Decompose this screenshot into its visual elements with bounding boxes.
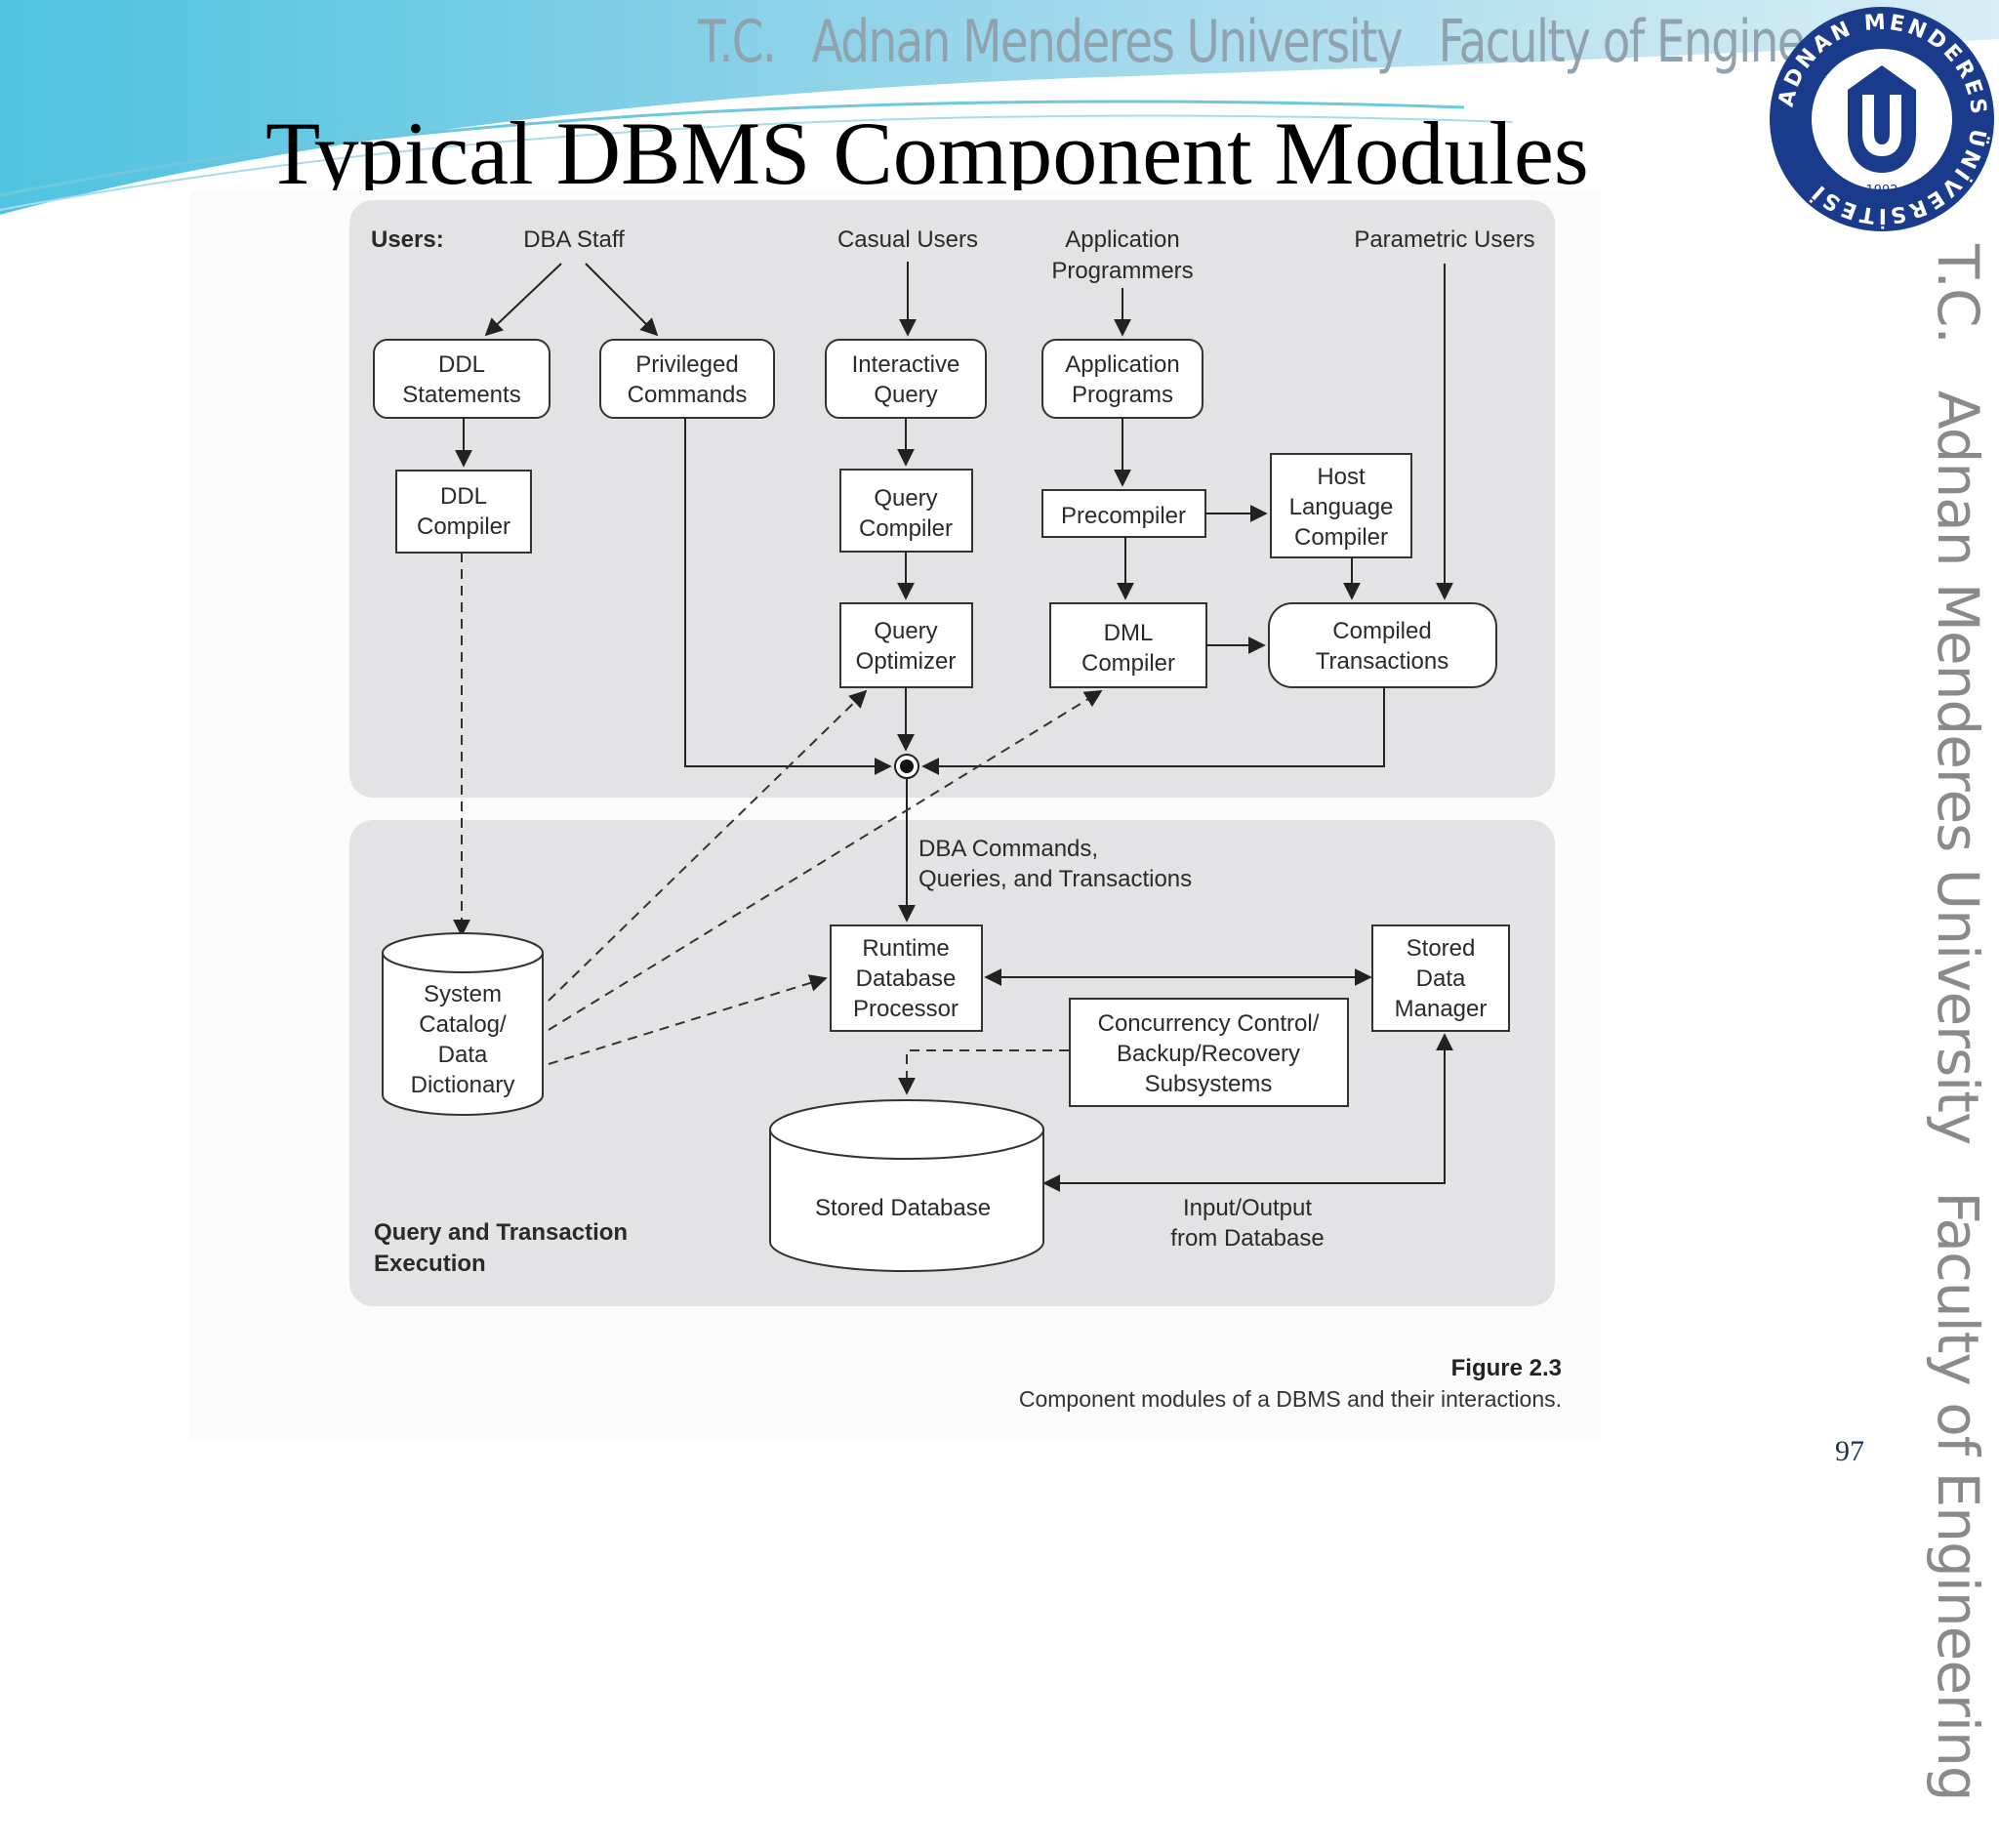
ddl-compiler-line2: Compiler [417, 513, 510, 540]
host-language-compiler-line1: Host [1317, 464, 1366, 490]
stored-data-manager-line1: Stored [1407, 935, 1476, 962]
runtime-processor-box [830, 924, 983, 1032]
query-optimizer-line1: Query [874, 618, 937, 644]
query-optimizer-box [839, 602, 973, 688]
university-seal-logo: ADNAN MENDERES ÜNİVERSİTESİ 1992 [1770, 7, 1994, 231]
system-catalog-line1: System [424, 981, 502, 1007]
privileged-commands-line1: Privileged [635, 351, 738, 378]
ddl-statements-box [373, 339, 551, 419]
host-language-compiler-box [1270, 453, 1412, 558]
stored-data-manager-box [1371, 924, 1510, 1032]
user-app-programmers-line1: Application [1065, 226, 1179, 253]
runtime-processor-line1: Runtime [862, 935, 949, 962]
section-label-line1: Query and Transaction [374, 1219, 628, 1246]
figure-caption: Component modules of a DBMS and their in… [1018, 1386, 1562, 1412]
page-number: 97 [1835, 1435, 1864, 1467]
system-catalog-line4: Dictionary [411, 1072, 515, 1098]
header-wave-background [0, 0, 1999, 234]
query-compiler-line2: Compiler [859, 515, 953, 542]
figure-label: Figure 2.3 [1450, 1355, 1562, 1381]
precompiler-label: Precompiler [1061, 503, 1186, 529]
concurrency-control-line3: Subsystems [1145, 1071, 1273, 1097]
header-tc: T.C. [698, 8, 777, 76]
host-language-compiler-line2: Language [1289, 494, 1394, 520]
ddl-compiler-box [395, 470, 532, 554]
io-label-line2: from Database [1170, 1225, 1324, 1252]
dml-compiler-line1: DML [1104, 620, 1154, 646]
dba-commands-line2: Queries, and Transactions [918, 866, 1192, 892]
dml-compiler-line2: Compiler [1081, 650, 1175, 677]
privileged-commands-line2: Commands [628, 382, 748, 408]
slide-title: Typical DBMS Component Modules [265, 103, 1589, 203]
seal-year: 1992 [1865, 184, 1897, 198]
ddl-statements-line1: DDL [438, 351, 485, 378]
system-catalog-line3: Data [438, 1042, 488, 1068]
query-compiler-line1: Query [874, 485, 937, 512]
concurrency-control-line2: Backup/Recovery [1117, 1041, 1300, 1067]
interactive-query-line1: Interactive [852, 351, 960, 378]
stored-data-manager-line2: Data [1416, 965, 1466, 992]
system-catalog-cylinder [382, 953, 544, 1116]
io-label-line1: Input/Output [1183, 1195, 1312, 1221]
concurrency-control-line1: Concurrency Control/ [1098, 1010, 1320, 1037]
precompiler-box [1041, 489, 1206, 538]
dashed-arrows [453, 553, 1103, 1095]
privileged-commands-box [599, 339, 775, 419]
dba-commands-line1: DBA Commands, [918, 836, 1098, 862]
stored-data-manager-line3: Manager [1395, 996, 1488, 1022]
compiled-transactions-line2: Transactions [1316, 648, 1449, 675]
header-university: Adnan Menderes University [811, 8, 1404, 76]
users-label: Users: [371, 226, 444, 253]
runtime-processor-line3: Processor [853, 996, 959, 1022]
interactive-query-line2: Query [874, 382, 937, 408]
dbms-component-diagram: Users: DBA Staff Casual Users Applicatio… [349, 200, 1555, 1306]
compiled-transactions-box [1268, 602, 1497, 688]
stored-database-label: Stored Database [815, 1195, 991, 1221]
ddl-compiler-line1: DDL [440, 483, 487, 510]
user-parametric-users: Parametric Users [1354, 226, 1534, 253]
section-label-line2: Execution [374, 1251, 486, 1277]
user-app-programmers-line2: Programmers [1051, 258, 1193, 284]
dml-compiler-box [1049, 602, 1207, 688]
query-optimizer-line2: Optimizer [856, 648, 957, 675]
application-programs-line2: Programs [1072, 382, 1173, 408]
user-casual-users: Casual Users [837, 226, 978, 253]
runtime-processor-line2: Database [856, 965, 957, 992]
system-catalog-line2: Catalog/ [419, 1011, 507, 1038]
user-dba-staff: DBA Staff [523, 226, 625, 253]
host-language-compiler-line3: Compiler [1294, 524, 1388, 551]
compiled-transactions-line1: Compiled [1332, 618, 1431, 644]
flow-arrows [455, 262, 1453, 1192]
concurrency-control-box [1069, 998, 1349, 1107]
query-compiler-box [839, 469, 973, 553]
application-programs-line1: Application [1065, 351, 1179, 378]
ddl-statements-line2: Statements [402, 382, 520, 408]
stored-database-cylinder [769, 1129, 1044, 1272]
